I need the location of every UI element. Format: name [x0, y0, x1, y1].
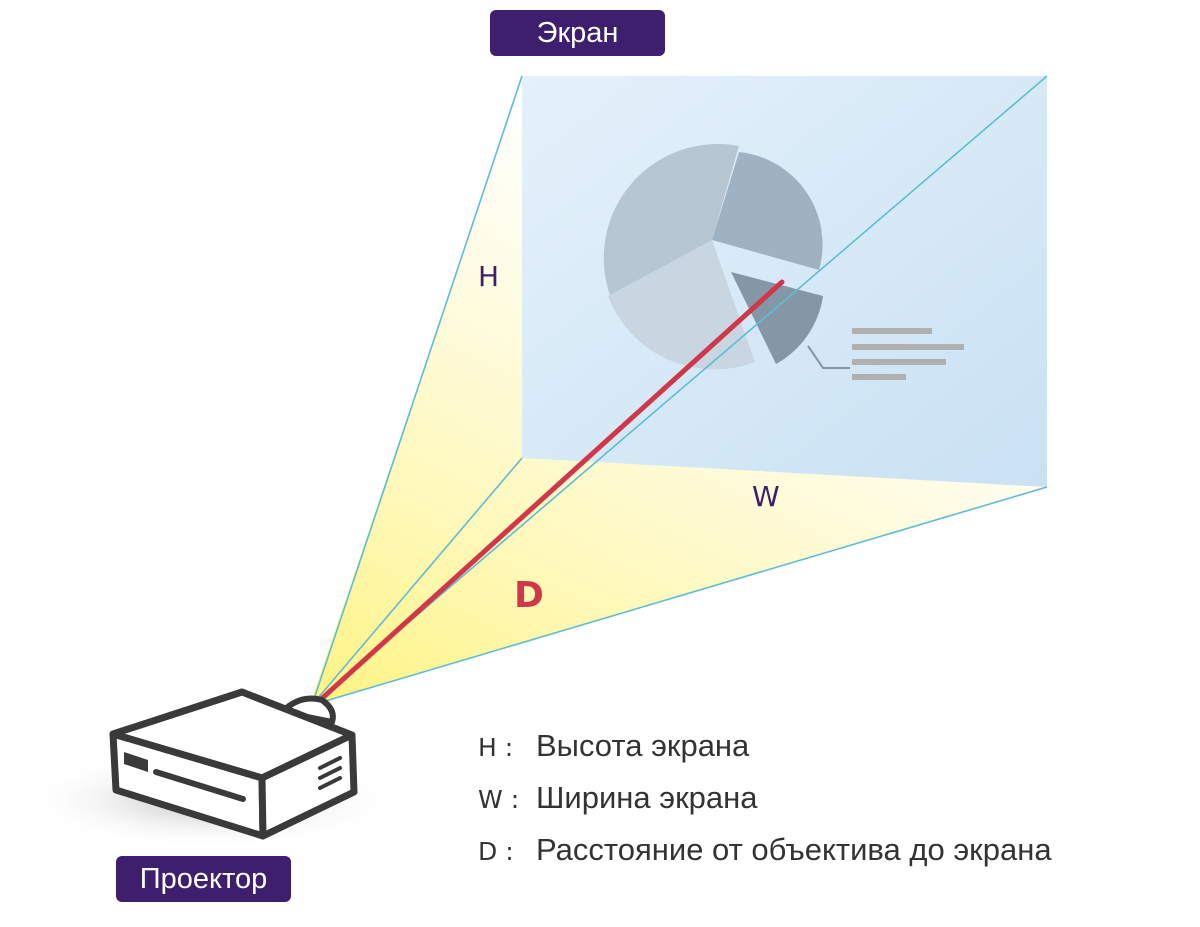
projector-panel-slot — [124, 752, 148, 772]
light-cone — [310, 76, 1047, 705]
legend-bar-1 — [852, 328, 932, 334]
legend-text: Высота экрана — [536, 728, 750, 763]
dimension-legend: H : Высота экрана W : Ширина экрана D : … — [478, 728, 1052, 884]
beam-line-top-right — [311, 75, 1048, 706]
legend-item-distance: D : Расстояние от объектива до экрана — [478, 832, 1052, 884]
projector-illustration — [20, 688, 400, 850]
legend-key: W : — [478, 785, 520, 814]
beam-line-bottom-right — [311, 486, 1048, 706]
height-dimension-label: H — [478, 260, 500, 293]
legend-item-width: W : Ширина экрана — [478, 780, 1052, 832]
legend-bar-3 — [852, 359, 946, 365]
legend-text: Ширина экрана — [536, 780, 758, 815]
projector-label: Проектор — [116, 856, 291, 902]
pie-slice-left — [603, 144, 739, 298]
pie-callout-line — [807, 345, 850, 369]
legend-key: H : — [478, 733, 514, 762]
beam-line-bottom-left — [311, 457, 523, 706]
legend-bar-2 — [852, 344, 964, 350]
legend-text: Расстояние от объектива до экрана — [536, 832, 1052, 867]
screen-label: Экран — [490, 10, 665, 56]
projector-side-face — [258, 731, 358, 840]
legend-bar-4 — [852, 374, 906, 380]
projector-lens — [279, 695, 336, 725]
beam-line-top-left — [311, 75, 523, 706]
width-dimension-label: W — [752, 480, 780, 513]
projector-disc-slot — [153, 769, 246, 802]
pie-slice-top-right — [712, 152, 823, 270]
distance-line — [315, 279, 785, 705]
legend-key: D : — [478, 837, 514, 866]
distance-dimension-label: D — [514, 575, 544, 616]
projector-vent-icon — [318, 756, 342, 790]
projection-screen — [522, 76, 1047, 487]
beam-lines — [311, 75, 1048, 706]
pie-slice-exploded — [731, 272, 823, 364]
legend-item-height: H : Высота экрана — [478, 728, 1052, 780]
